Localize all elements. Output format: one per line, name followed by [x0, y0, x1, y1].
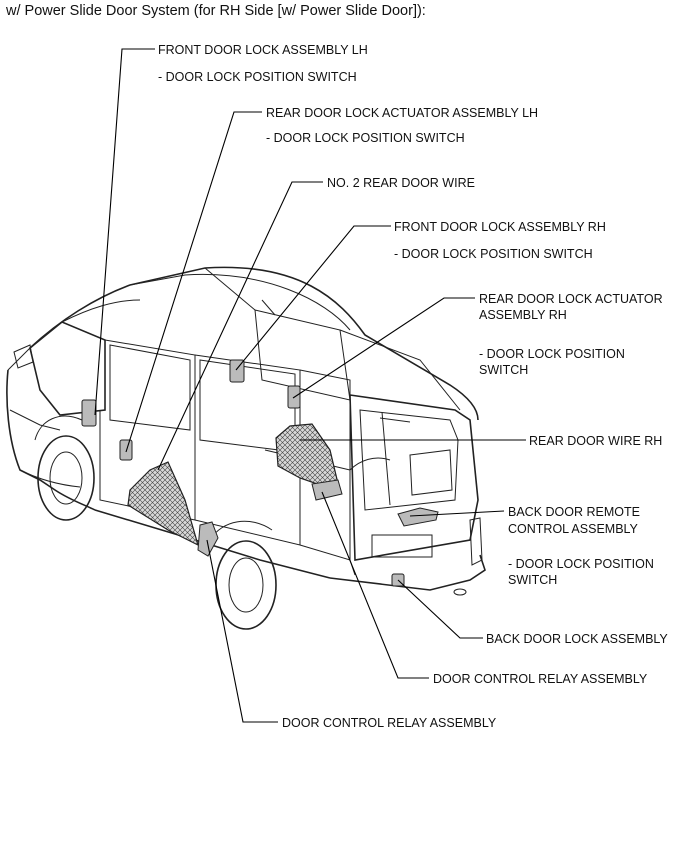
rear-door-wire-rh-part	[275, 423, 341, 493]
label-rear-door-lock-actuator-rh-line2: ASSEMBLY RH	[479, 308, 567, 322]
label-rear-door-lock-actuator-lh-sub: - DOOR LOCK POSITION SWITCH	[266, 131, 465, 145]
diagram-title: w/ Power Slide Door System (for RH Side …	[6, 3, 426, 19]
van-illustration	[6, 266, 486, 630]
leader-lines	[94, 48, 526, 723]
label-door-control-relay-right: DOOR CONTROL RELAY ASSEMBLY	[433, 672, 648, 686]
label-rear-door-lock-actuator-rh-sub2: SWITCH	[479, 363, 529, 377]
label-back-door-remote-line2: CONTROL ASSEMBLY	[508, 522, 638, 536]
label-door-control-relay-left: DOOR CONTROL RELAY ASSEMBLY	[282, 716, 497, 730]
rear-door-lock-lh-part	[119, 439, 133, 461]
label-front-door-lock-lh-sub: - DOOR LOCK POSITION SWITCH	[158, 70, 357, 84]
label-rear-door-lock-actuator-lh: REAR DOOR LOCK ACTUATOR ASSEMBLY LH	[266, 106, 539, 120]
front-door-lock-lh-part	[81, 399, 97, 427]
label-no2-rear-door-wire: NO. 2 REAR DOOR WIRE	[327, 176, 475, 190]
label-rear-door-lock-actuator-rh-sub1: - DOOR LOCK POSITION	[479, 347, 625, 361]
label-front-door-lock-rh: FRONT DOOR LOCK ASSEMBLY RH	[394, 220, 606, 234]
label-rear-door-lock-actuator-rh-line1: REAR DOOR LOCK ACTUATOR	[479, 292, 663, 306]
label-front-door-lock-lh: FRONT DOOR LOCK ASSEMBLY LH	[158, 43, 368, 57]
label-front-door-lock-rh-sub: - DOOR LOCK POSITION SWITCH	[394, 247, 593, 261]
back-door-remote-control-part	[397, 507, 439, 527]
door-control-relay-lh-part	[197, 521, 219, 557]
label-rear-door-wire-rh: REAR DOOR WIRE RH	[529, 434, 663, 448]
label-back-door-remote-sub1: - DOOR LOCK POSITION	[508, 557, 654, 571]
door-components	[81, 359, 439, 587]
front-door-lock-rh-part	[229, 359, 245, 383]
label-back-door-remote-line1: BACK DOOR REMOTE	[508, 505, 640, 519]
door-control-relay-rh-part	[311, 479, 343, 501]
rear-door-wire-lh-part	[127, 461, 199, 547]
label-back-door-lock: BACK DOOR LOCK ASSEMBLY	[486, 632, 668, 646]
label-back-door-remote-sub2: SWITCH	[508, 573, 558, 587]
